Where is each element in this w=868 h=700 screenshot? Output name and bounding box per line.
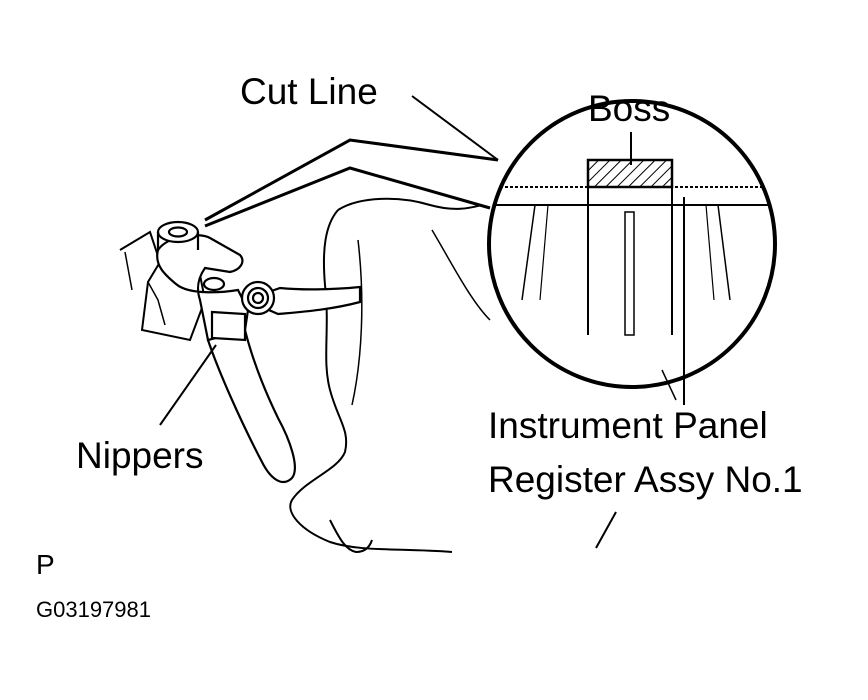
magnifier-circle bbox=[487, 99, 777, 389]
cut-line-leader bbox=[411, 95, 499, 161]
instrument-panel-label-line2: Register Assy No.1 bbox=[488, 459, 803, 500]
view-marker-label: P bbox=[36, 549, 55, 580]
boss-label: Boss bbox=[588, 88, 670, 129]
nippers-leader bbox=[159, 344, 217, 426]
cut-line-callout-lower bbox=[204, 166, 491, 228]
instrument-panel-label-line1: Instrument Panel bbox=[488, 405, 768, 446]
cut-line-callout-upper bbox=[204, 138, 499, 222]
cut-line-label: Cut Line bbox=[240, 71, 378, 112]
nippers-tool bbox=[156, 220, 362, 484]
register-panel-outline bbox=[289, 197, 617, 554]
leader-lines bbox=[159, 95, 685, 426]
nippers-label: Nippers bbox=[76, 435, 204, 476]
figure-code-label: G03197981 bbox=[36, 597, 151, 622]
detail-magnifier bbox=[487, 99, 777, 389]
